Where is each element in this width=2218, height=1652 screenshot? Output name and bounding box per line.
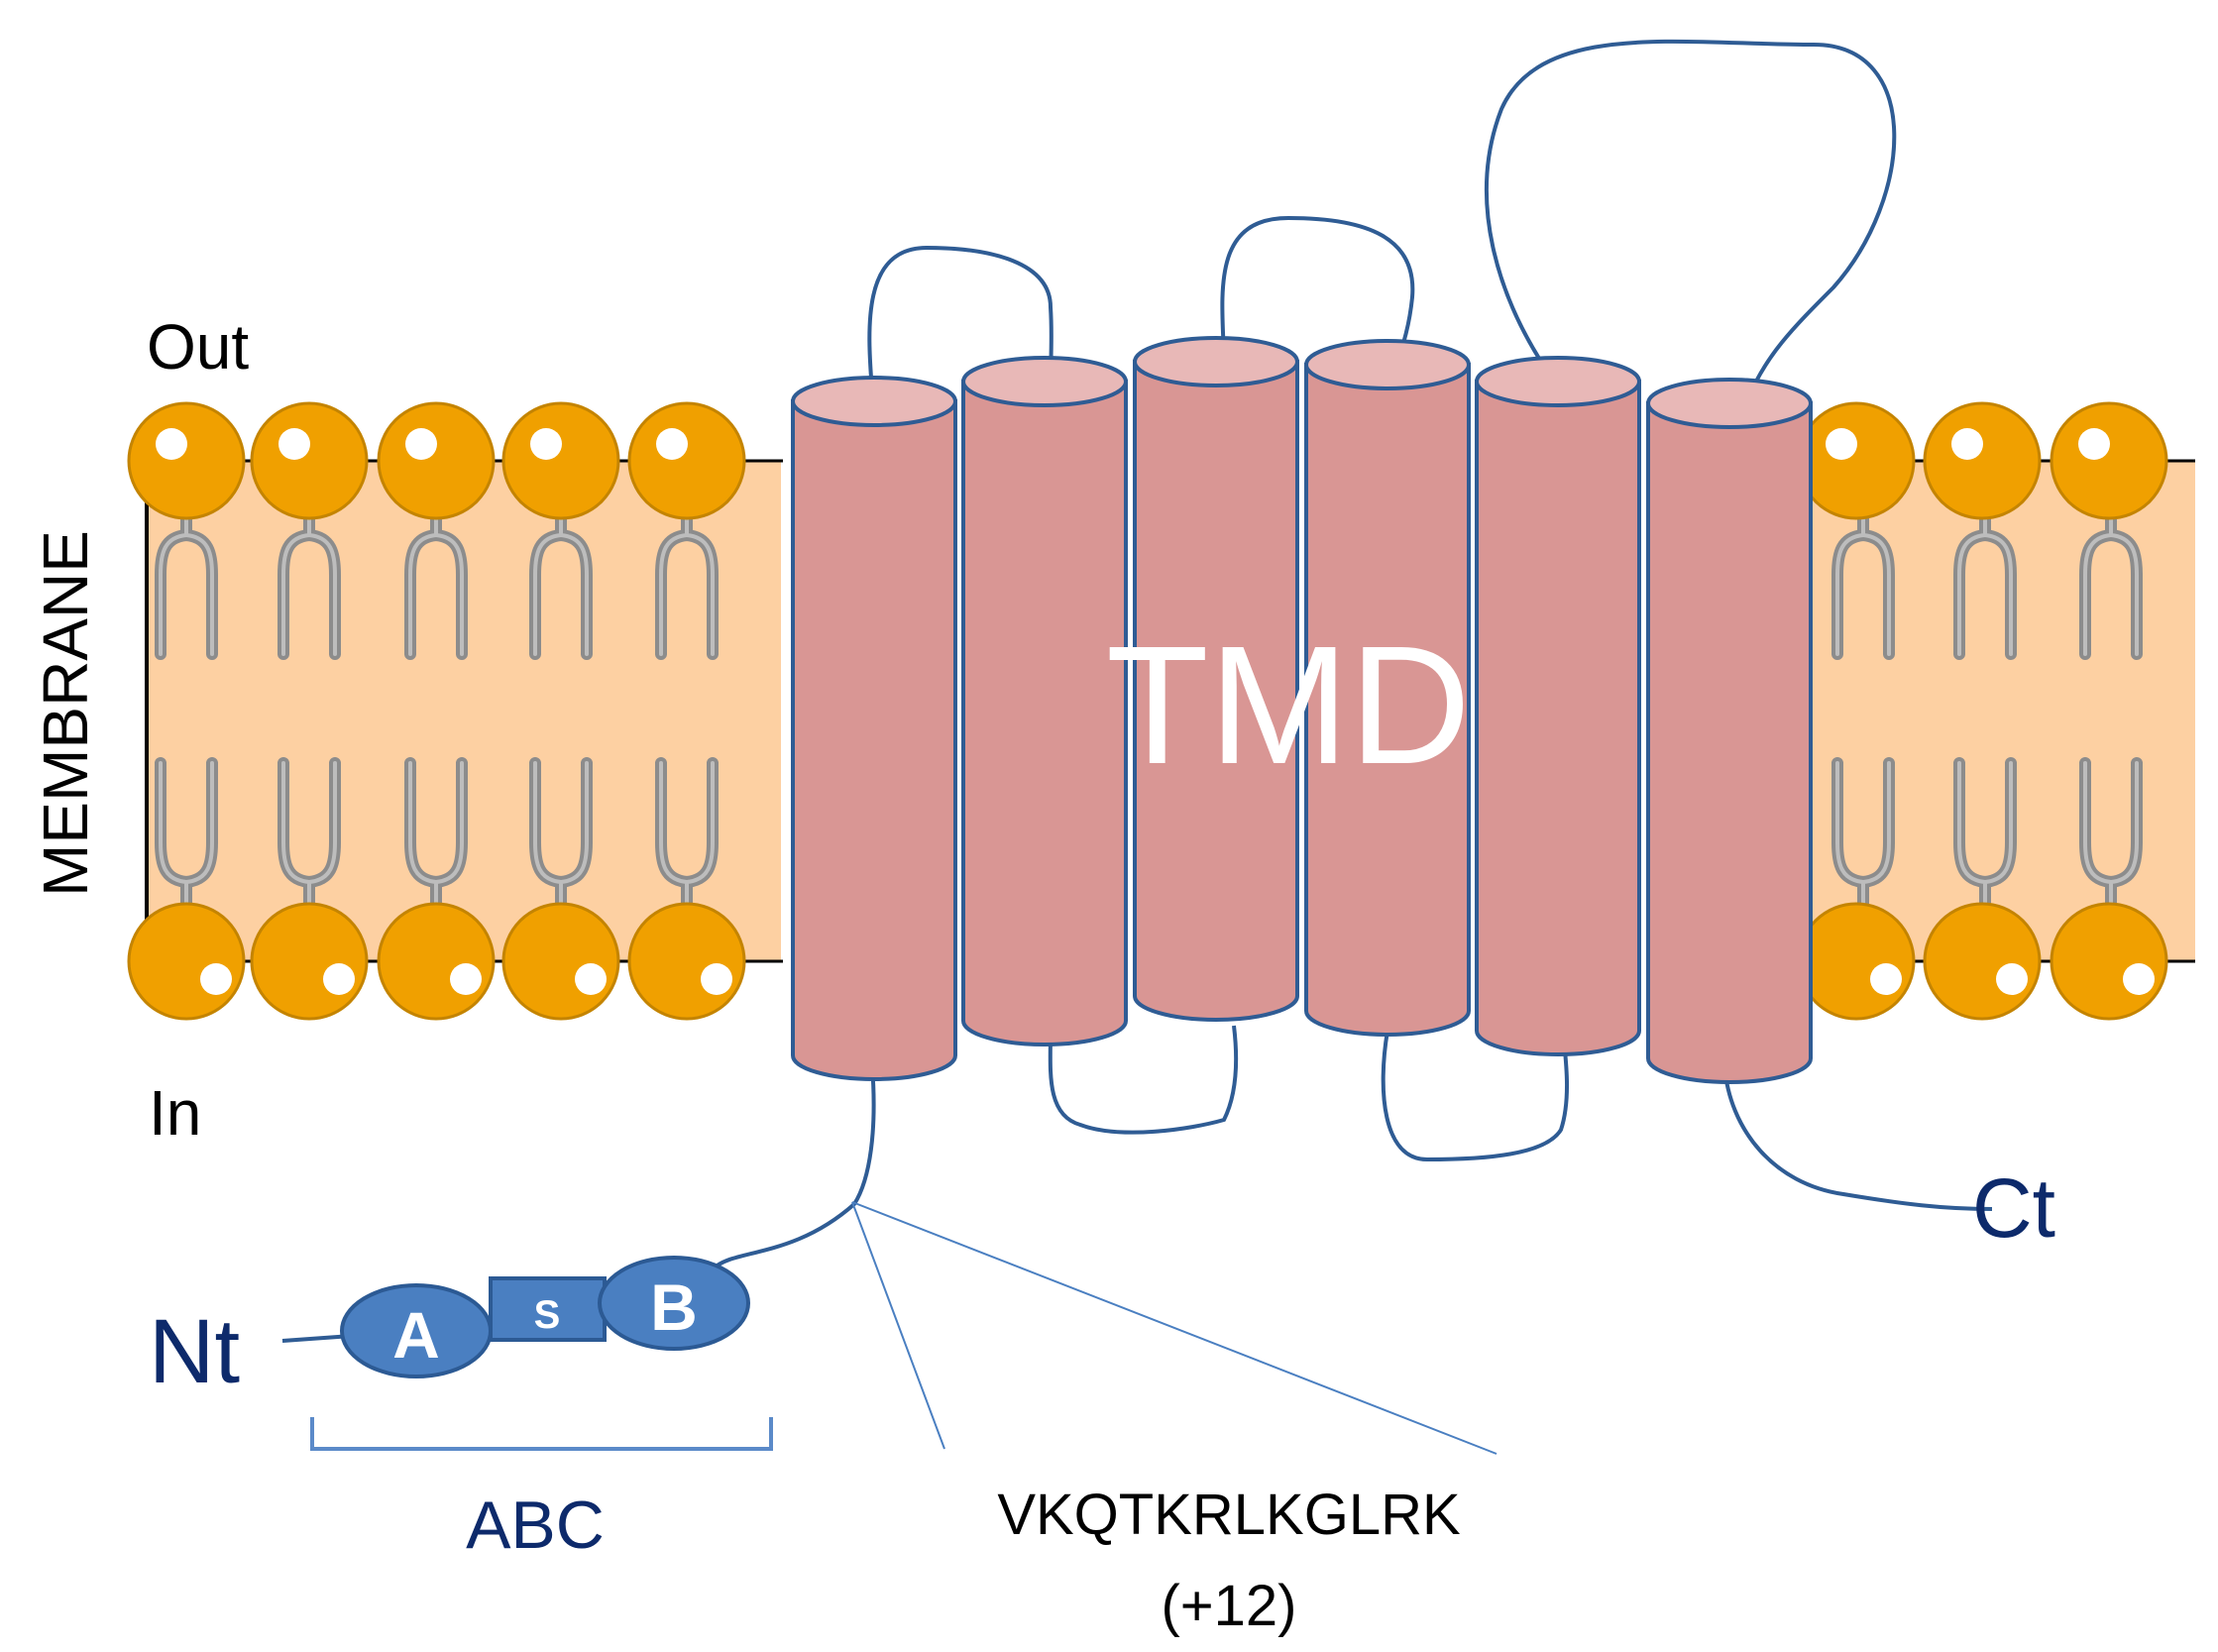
lipid-heads-inner [127, 902, 2168, 1021]
helix-3 [1133, 336, 1299, 1022]
tmd-label: TMD [1106, 611, 1471, 800]
helix-5 [1475, 356, 1641, 1056]
helix-4 [1304, 339, 1471, 1037]
domain-s-label: S [534, 1293, 561, 1337]
lipid-heads-outer [127, 401, 2168, 520]
nt-label: Nt [149, 1301, 240, 1402]
sequence-label: VKQTKRLKGLRK [997, 1483, 1461, 1547]
domain-a-ellipse [340, 1283, 493, 1378]
abc-domain: A S B [340, 1256, 750, 1378]
ct-label: Ct [1972, 1161, 2055, 1255]
in-label: In [149, 1077, 201, 1149]
helix-1 [791, 376, 957, 1081]
sequence-callout-lines [851, 1201, 1497, 1455]
nt-linker [281, 1334, 353, 1343]
abc-label: ABC [466, 1487, 605, 1563]
charge-label: (+12) [1161, 1574, 1296, 1638]
extracellular-loops [867, 39, 1897, 402]
out-label: Out [147, 311, 249, 383]
helix-6 [1646, 378, 1813, 1084]
helix-2 [961, 356, 1128, 1046]
domain-b-label: B [650, 1270, 698, 1344]
domain-b-ellipse [598, 1256, 750, 1351]
membrane-label: MEMBRANE [30, 530, 101, 897]
abc-bracket [310, 1417, 773, 1451]
domain-a-label: A [392, 1298, 440, 1372]
